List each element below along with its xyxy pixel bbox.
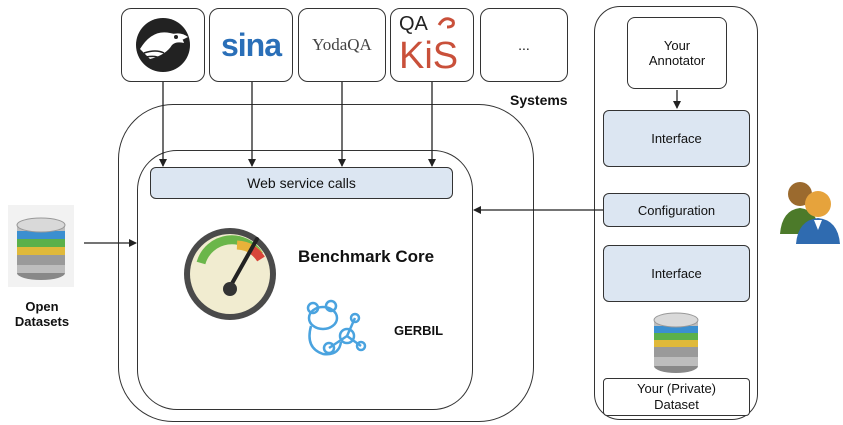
sina-logo-text: sina (220, 26, 282, 63)
users-icon (780, 182, 840, 244)
gerbil-icon (306, 299, 367, 356)
database-icon-private (653, 312, 699, 373)
qakis-logo-top: QA (399, 13, 428, 35)
system-logo-qakis: QA KiS (390, 8, 474, 82)
system-logo-more: ... (480, 8, 568, 82)
configuration-box: Configuration (603, 193, 750, 227)
eagle-icon (136, 18, 190, 72)
system-logo-yodaqa: YodaQA (298, 8, 386, 82)
gauge-icon (184, 228, 276, 320)
qakis-logo-bottom: KiS (399, 35, 459, 77)
open-datasets-label: Open Datasets (14, 299, 70, 329)
benchmark-core-label: Benchmark Core (298, 247, 435, 266)
database-icon-open (8, 205, 74, 287)
private-dataset-box: Your (Private) Dataset (603, 378, 750, 416)
system-logo-eagle (121, 8, 205, 82)
web-service-calls-box: Web service calls (150, 167, 453, 199)
system-logo-sina: sina (209, 8, 293, 82)
gerbil-label: GERBIL (394, 323, 444, 338)
more-systems-text: ... (518, 37, 530, 53)
interface-bottom-box: Interface (603, 245, 750, 302)
systems-label: Systems (510, 92, 568, 108)
qakis-swirl-icon (437, 17, 455, 29)
yodaqa-logo-text: YodaQA (312, 35, 372, 54)
interface-top-box: Interface (603, 110, 750, 167)
your-annotator-box: Your Annotator (627, 17, 727, 89)
